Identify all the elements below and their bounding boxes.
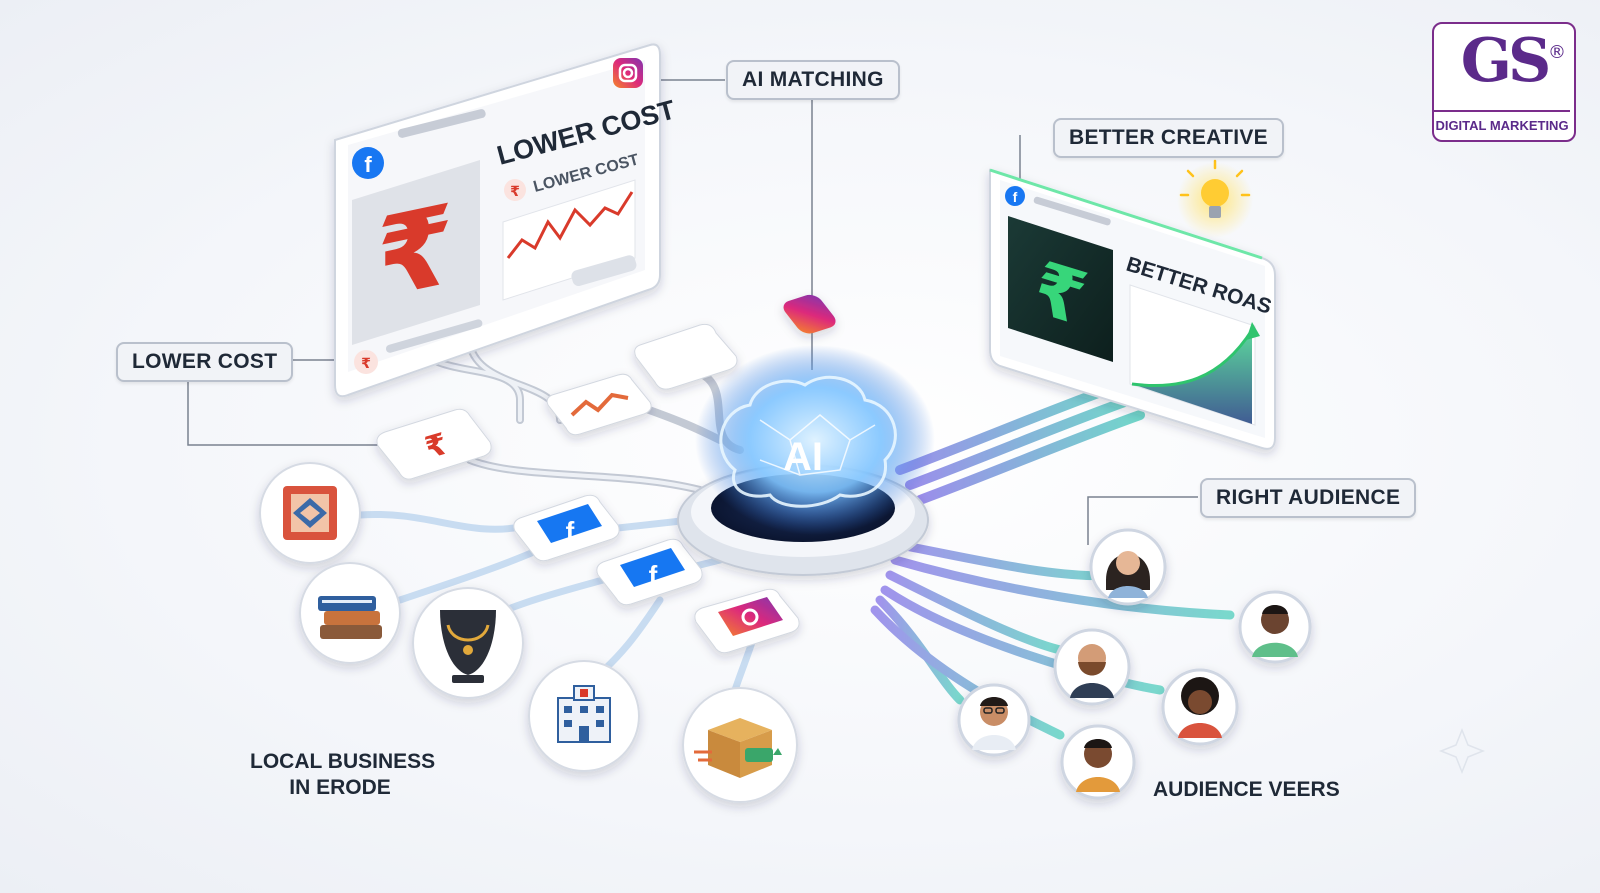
ai-hub-label: AI — [783, 435, 823, 479]
brand-logo[interactable]: GS ® DIGITAL MARKETING — [1432, 22, 1576, 142]
svg-text:₹: ₹ — [510, 184, 520, 200]
package-icon[interactable] — [682, 687, 798, 803]
rupee-image-tile — [352, 160, 480, 345]
local-business-caption: LOCAL BUSINESS IN ERODE — [250, 749, 436, 801]
woman-avatar-icon-2[interactable] — [1161, 668, 1239, 746]
registered-mark: ® — [1548, 42, 1566, 63]
instagram-icon — [613, 58, 643, 88]
instagram-tile-top — [634, 294, 836, 390]
better-creative-label: BETTER CREATIVE — [1053, 118, 1284, 158]
svg-text:f: f — [364, 152, 372, 177]
logo-subtitle: DIGITAL MARKETING — [1434, 110, 1570, 140]
necklace-icon[interactable] — [412, 587, 524, 699]
roas-growth-area — [1132, 330, 1252, 424]
ai-hub[interactable]: AI — [677, 345, 935, 576]
svg-text:f: f — [1013, 189, 1018, 205]
chart-tile — [546, 373, 652, 436]
svg-text:₹: ₹ — [361, 356, 371, 372]
svg-text:f: f — [649, 560, 658, 590]
facebook-tile-2[interactable]: f — [596, 538, 703, 606]
hospital-icon[interactable] — [528, 660, 640, 772]
lightbulb-icon — [1177, 159, 1253, 238]
svg-text:f: f — [566, 516, 575, 546]
rupee-icon: ₹ — [377, 181, 454, 325]
rug-icon[interactable] — [259, 462, 361, 564]
logo-mark: GS — [1460, 26, 1552, 96]
data-stream-creative — [895, 380, 1145, 505]
lower-cost-label: LOWER COST — [116, 342, 294, 382]
local-business-line2: IN ERODE — [289, 776, 391, 799]
woman-avatar-icon[interactable] — [1089, 528, 1167, 606]
sparkle-icon — [1438, 727, 1486, 775]
books-icon[interactable] — [299, 562, 401, 664]
ai-matching-label: AI MATCHING — [726, 60, 900, 100]
rupee-tile: ₹ — [376, 408, 492, 480]
facebook-tile-1[interactable]: f — [513, 494, 620, 562]
man-avatar-icon-1[interactable] — [1238, 590, 1312, 664]
green-rupee-tile — [1008, 216, 1113, 362]
cost-trend-line — [506, 191, 634, 259]
instagram-tile-bottom[interactable] — [694, 588, 800, 654]
man-avatar-icon-3[interactable] — [957, 683, 1031, 757]
man-avatar-icon-2[interactable] — [1053, 628, 1131, 706]
local-business-line1: LOCAL BUSINESS — [250, 750, 436, 773]
man-avatar-icon-4[interactable] — [1060, 724, 1136, 800]
audience-caption: AUDIENCE VEERS — [1153, 778, 1340, 801]
facebook-icon-small — [1005, 186, 1025, 206]
facebook-icon — [352, 147, 384, 179]
right-audience-label: RIGHT AUDIENCE — [1200, 478, 1417, 518]
